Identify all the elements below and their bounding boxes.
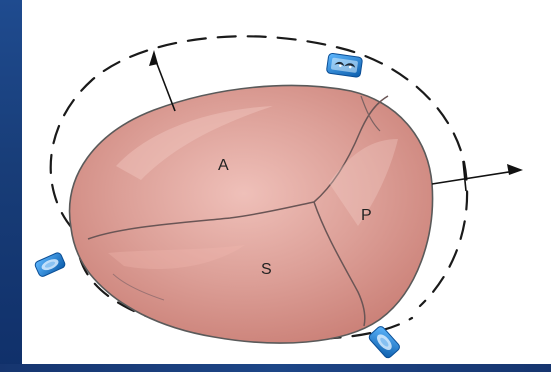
upper-left-arrow-shaft (154, 56, 175, 111)
ultrasound-probe-icon (326, 53, 362, 78)
right-transducer-icon (368, 325, 401, 359)
left-transducer-icon (34, 252, 66, 278)
right-arrow-head (507, 164, 523, 175)
label-a: A (218, 157, 229, 174)
label-p: P (361, 207, 372, 224)
label-s: S (261, 261, 272, 278)
upper-left-arrow-head (149, 50, 158, 66)
right-arrow-shaft (432, 171, 515, 184)
